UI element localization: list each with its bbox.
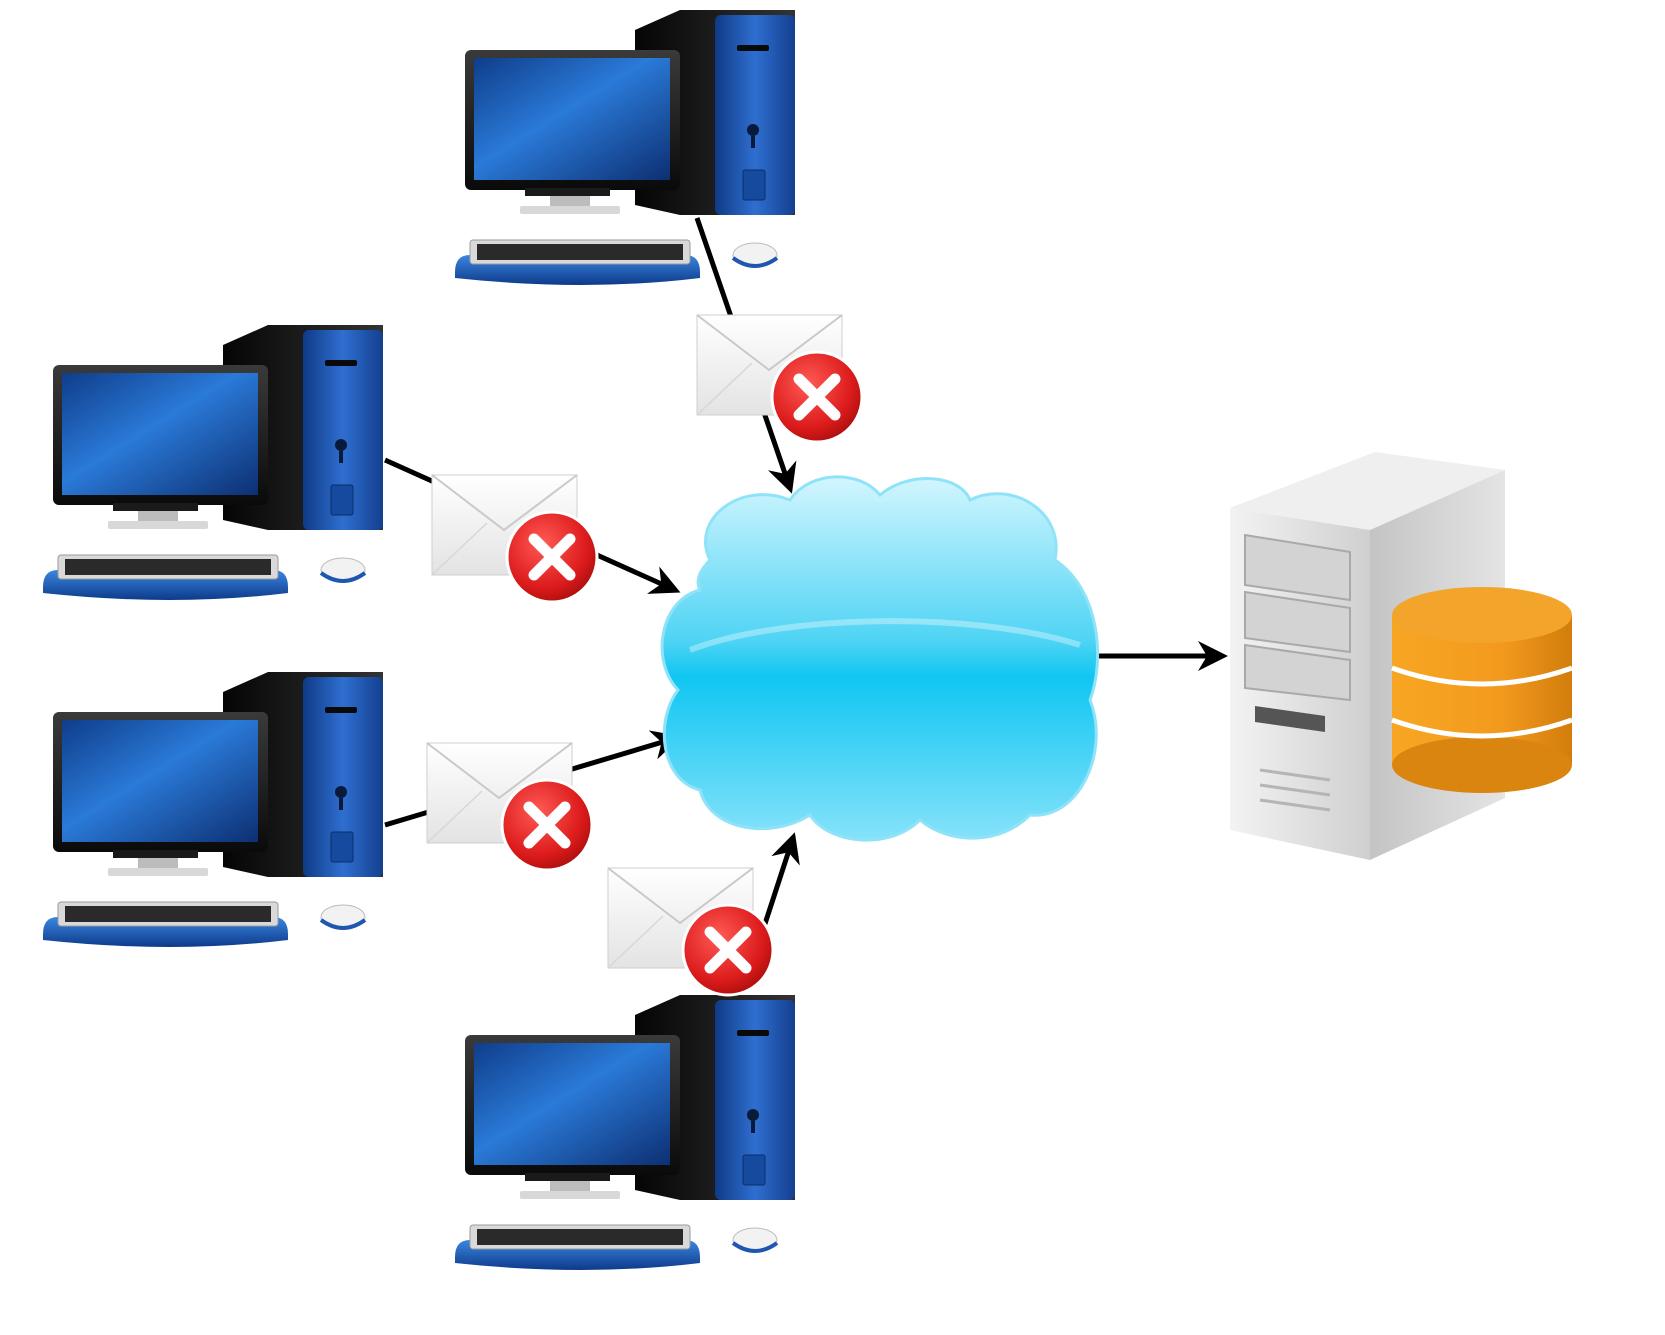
blocked-envelope-bottom-icon	[608, 868, 773, 995]
desktop-computer-top-icon	[453, 8, 797, 287]
desktop-computer-bottom-icon	[453, 993, 797, 1272]
blocked-envelope-left-upper-icon	[432, 475, 597, 602]
network-cloud-icon	[660, 475, 1100, 842]
blocked-envelope-top-icon	[697, 315, 862, 442]
database-server-icon	[1230, 452, 1573, 860]
blocked-envelope-left-lower-icon	[427, 743, 592, 870]
desktop-computer-left-lower-icon	[41, 670, 385, 949]
desktop-computer-left-upper-icon	[41, 323, 385, 602]
